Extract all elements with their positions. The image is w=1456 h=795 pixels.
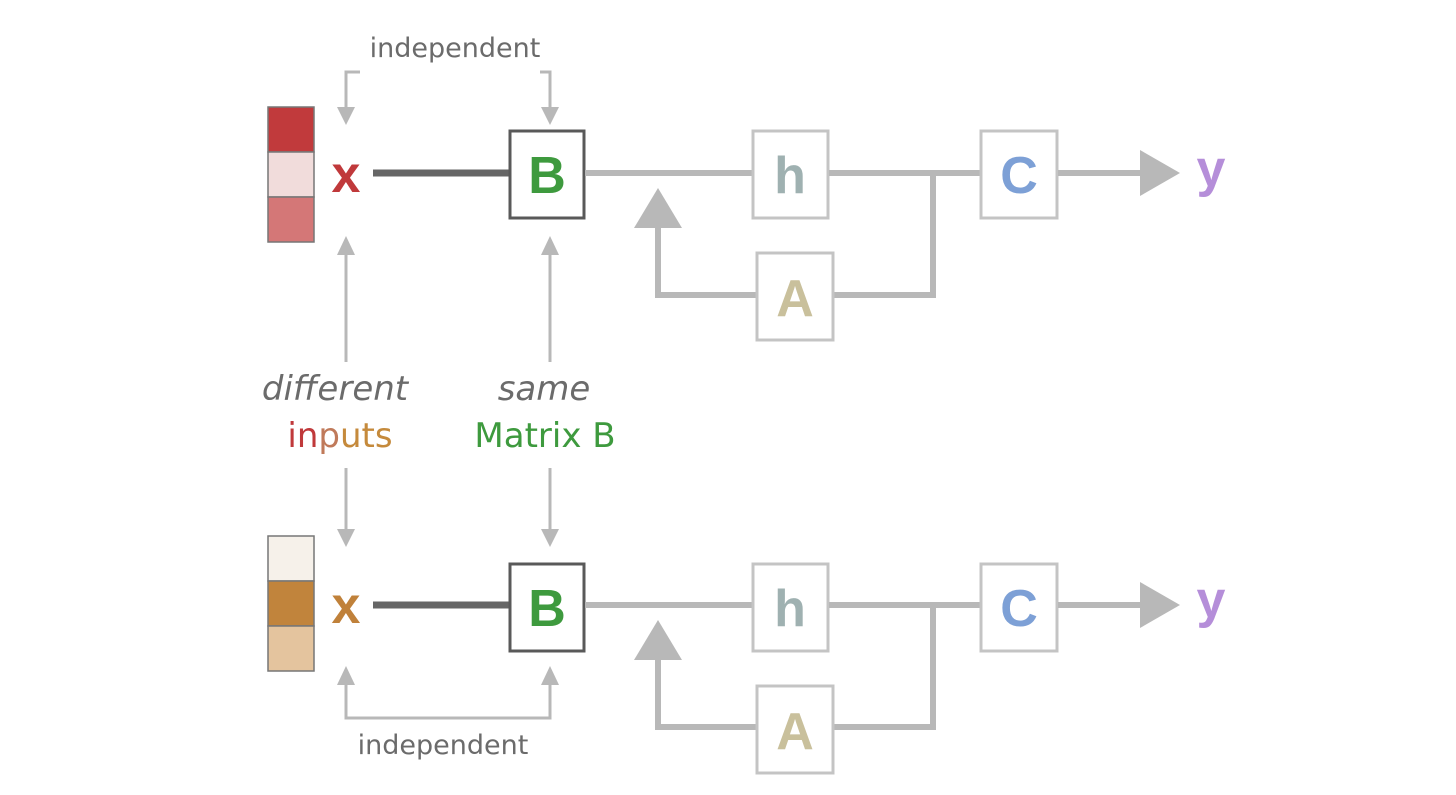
top-A-letter: A bbox=[776, 270, 814, 328]
bottom-loop-arrowhead bbox=[634, 620, 682, 660]
top-loop-right bbox=[834, 173, 936, 298]
top-independent-bracket: independent bbox=[337, 33, 559, 125]
bottom-token-2 bbox=[267, 580, 315, 627]
bottom-C-box bbox=[979, 562, 1059, 653]
top-C-box bbox=[979, 129, 1059, 220]
top-B-box bbox=[508, 129, 586, 220]
top-A-box bbox=[755, 251, 835, 342]
bottom-y-arrowhead bbox=[1140, 582, 1180, 628]
bottom-x-label: x bbox=[332, 577, 361, 635]
top-token-3 bbox=[267, 196, 315, 243]
bottom-h-letter: h bbox=[774, 580, 806, 638]
bottom-independent-bracket: independent bbox=[337, 666, 559, 764]
bottom-token-1 bbox=[267, 535, 315, 582]
top-y-arrowhead bbox=[1140, 150, 1180, 196]
matrix-b-label: Matrix B bbox=[474, 416, 615, 456]
bottom-B-letter: B bbox=[528, 580, 566, 638]
top-h-box bbox=[751, 129, 830, 220]
bottom-token-3 bbox=[267, 625, 315, 672]
top-token-1 bbox=[267, 106, 315, 153]
top-x-label: x bbox=[332, 146, 361, 204]
top-loop-left bbox=[655, 225, 757, 298]
bottom-y-letter: y bbox=[1197, 571, 1226, 629]
inputs-label: inputs bbox=[287, 416, 392, 456]
top-token-2 bbox=[267, 151, 315, 198]
bottom-h-box bbox=[751, 562, 830, 653]
top-C-letter: C bbox=[1000, 147, 1038, 205]
bottom-loop-right bbox=[834, 605, 936, 730]
bottom-independent-label: independent bbox=[358, 730, 529, 761]
top-row: x B h A C y bbox=[267, 106, 1226, 342]
bottom-row: x B h A C y bbox=[267, 535, 1226, 775]
middle-annotations: different inputs same Matrix B bbox=[262, 236, 616, 547]
bottom-A-box bbox=[755, 684, 835, 775]
top-h-letter: h bbox=[774, 147, 806, 205]
top-independent-label: independent bbox=[370, 33, 541, 64]
bottom-loop-left bbox=[655, 657, 757, 730]
same-label: same bbox=[498, 369, 591, 409]
top-y-letter: y bbox=[1197, 140, 1226, 198]
bottom-C-letter: C bbox=[1000, 580, 1038, 638]
bottom-B-box bbox=[508, 562, 586, 653]
bottom-A-letter: A bbox=[776, 703, 814, 761]
top-loop-arrowhead bbox=[634, 188, 682, 228]
different-label: different bbox=[262, 369, 410, 409]
top-B-letter: B bbox=[528, 147, 566, 205]
